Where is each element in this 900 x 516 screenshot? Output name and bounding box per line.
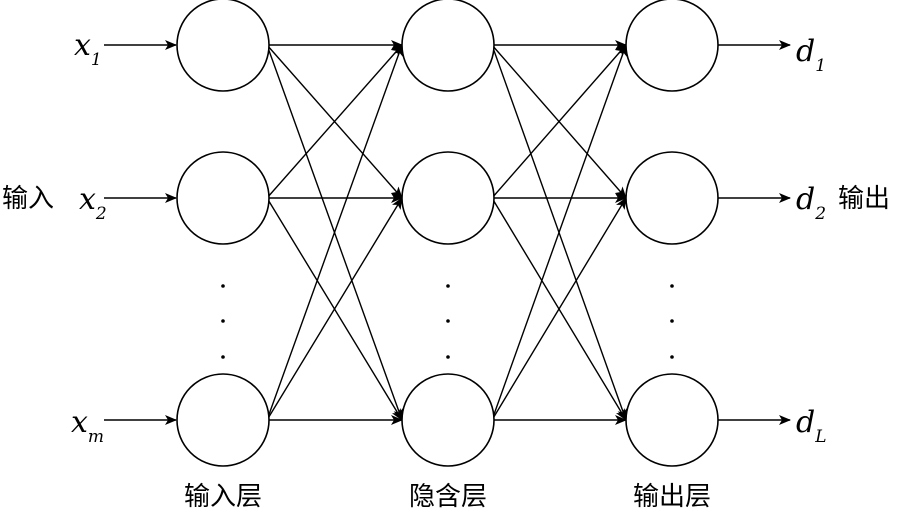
input-side-label: 输入 [2, 184, 54, 214]
neuron-hidden-3 [401, 373, 495, 467]
neuron-output-3 [625, 373, 719, 467]
ellipsis-dot-2-1 [670, 319, 674, 323]
layer-label-hidden: 隐含层 [409, 482, 487, 512]
ellipsis-dot-0-1 [221, 319, 225, 323]
input-label-m: xm [71, 405, 104, 447]
neuron-input-1 [176, 0, 270, 92]
input-label-2: x2 [79, 182, 107, 224]
ellipsis-dot-1-0 [446, 284, 450, 288]
connection-l1-2-0 [491, 44, 628, 421]
ellipsis-dots [221, 284, 674, 359]
connections [104, 40, 791, 425]
output-label-1: d1 [796, 34, 826, 76]
layer-label-input: 输入层 [184, 482, 262, 512]
ellipsis-dot-2-0 [670, 284, 674, 288]
neuron-output-2 [625, 151, 719, 245]
neurons [176, 0, 719, 467]
neuron-input-3 [176, 373, 270, 467]
output-label-L: dL [796, 405, 827, 447]
input-label-1: x1 [74, 28, 102, 70]
layer-label-output: 输出层 [633, 482, 711, 512]
neuron-hidden-1 [401, 0, 495, 92]
connection-l0-2-0 [266, 44, 403, 421]
ellipsis-dot-1-2 [446, 355, 450, 359]
neuron-input-2 [176, 151, 270, 245]
connection-l0-2-1 [266, 197, 403, 421]
output-label-2: d2 [796, 182, 826, 224]
connection-l0-1-0 [266, 44, 403, 199]
output-side-label: 输出 [838, 184, 890, 214]
connection-l1-1-0 [491, 44, 627, 199]
neuron-output-1 [625, 0, 719, 92]
ellipsis-dot-0-0 [221, 284, 225, 288]
ellipsis-dot-0-2 [221, 355, 225, 359]
ellipsis-dot-1-1 [446, 319, 450, 323]
ellipsis-dot-2-2 [670, 355, 674, 359]
neuron-hidden-2 [401, 151, 495, 245]
connection-l1-2-1 [491, 197, 627, 421]
